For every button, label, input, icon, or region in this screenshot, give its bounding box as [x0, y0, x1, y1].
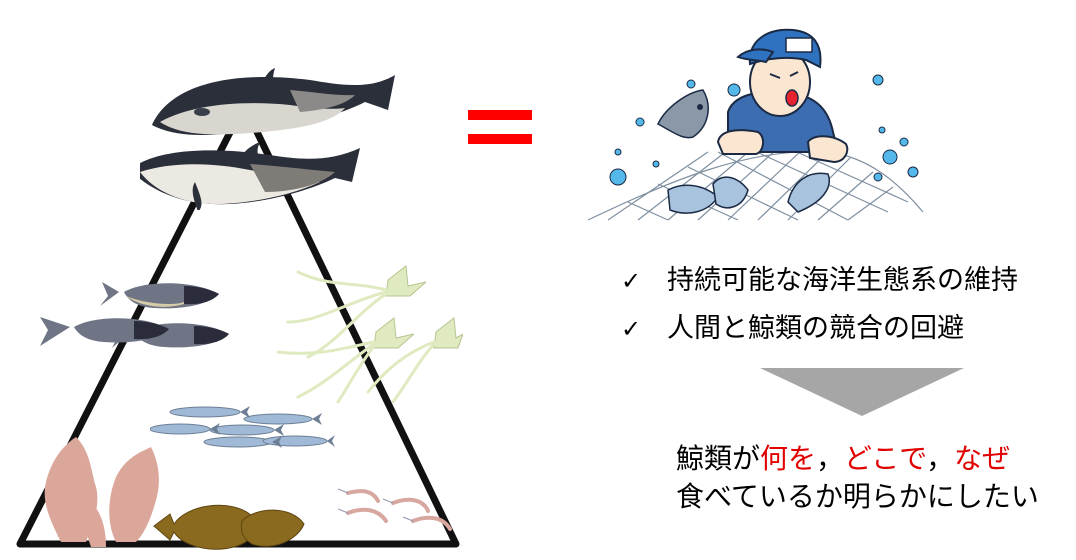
dolphin-icon [140, 68, 395, 210]
checklist-item-text: 人間と鯨類の競合の回避 [667, 313, 964, 344]
down-arrow-icon [760, 368, 964, 416]
fish-icon [712, 176, 749, 209]
food-pyramid [0, 0, 480, 560]
checklist-item: ✓ 人間と鯨類の競合の回避 [621, 312, 964, 346]
water-bubbles-icon [609, 74, 919, 186]
flatfish-icon [153, 504, 305, 550]
fish-group-icon [40, 282, 229, 348]
fish-icon [657, 89, 709, 139]
checkmark-icon: ✓ [621, 267, 642, 295]
squid-group-icon [276, 265, 463, 404]
goal-line-2: 食べているか明らかにしたい [676, 480, 1039, 513]
goal-where: どこで [844, 442, 927, 475]
goal-line-1: 鯨類が何を，どこで，なぜ [676, 440, 1010, 478]
goal-why: なぜ [954, 442, 1011, 475]
goal-separator: ， [926, 442, 955, 475]
equals-sign [468, 108, 534, 146]
seaweed-icon [44, 437, 159, 547]
shrimp-group-icon [338, 488, 452, 531]
goal-prefix: 鯨類が [676, 442, 761, 475]
goal-what: 何を [760, 442, 817, 475]
goal-separator: ， [816, 442, 845, 475]
fish-icon [787, 172, 830, 213]
fisherman-illustration [588, 28, 924, 221]
checklist-item: ✓ 持続可能な海洋生態系の維持 [621, 264, 1018, 298]
checklist-item-text: 持続可能な海洋生態系の維持 [667, 265, 1018, 296]
sardine-group-icon [150, 406, 335, 448]
fishing-net-icon [588, 147, 924, 221]
checkmark-icon: ✓ [621, 315, 642, 343]
